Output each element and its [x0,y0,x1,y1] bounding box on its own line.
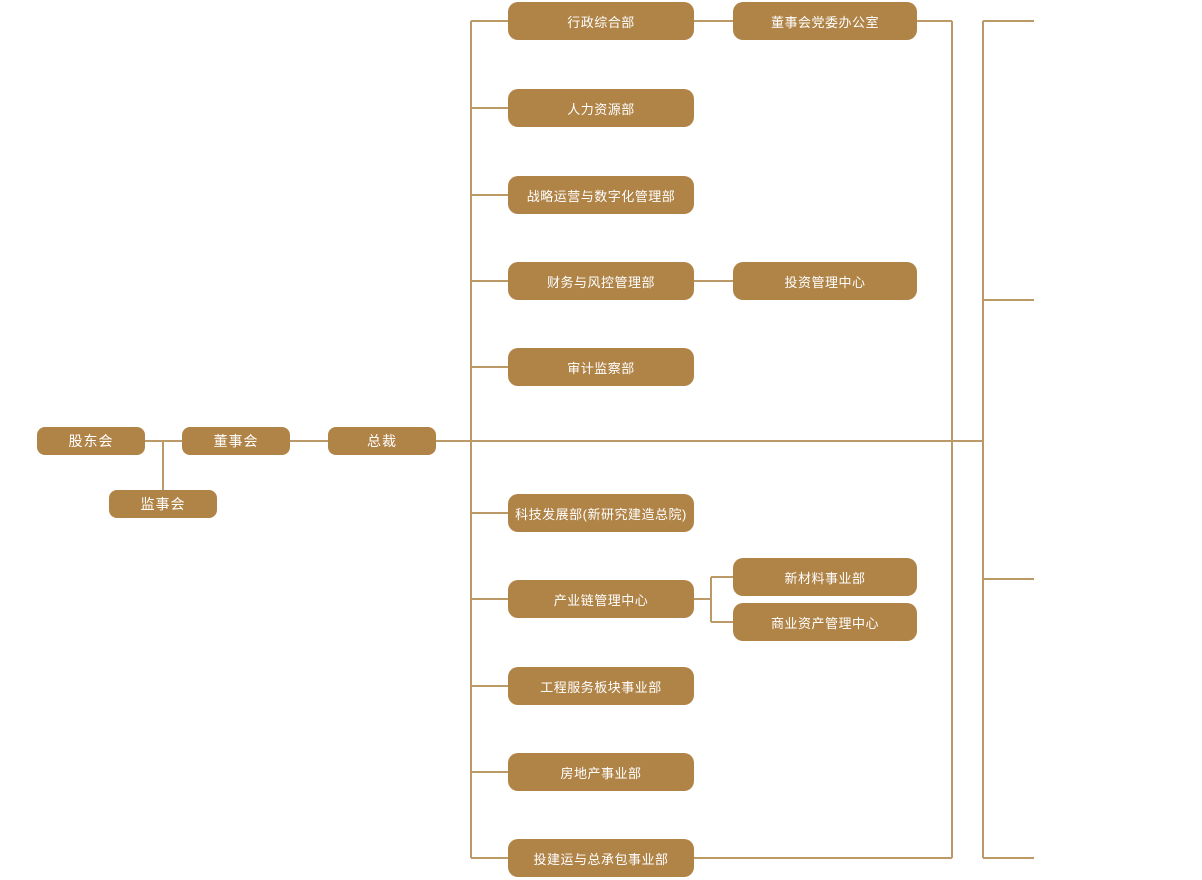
node-tech-development-dept: 科技发展部(新研究建造总院) [508,494,694,532]
node-shareholders-meeting: 股东会 [37,427,145,455]
node-finance-risk-control-dept: 财务与风控管理部 [508,262,694,300]
node-board-party-committee-office: 董事会党委办公室 [733,2,917,40]
node-board-of-directors: 董事会 [182,427,290,455]
node-industry-chain-management-center: 产业链管理中心 [508,580,694,618]
node-commercial-assets-management-center: 商业资产管理中心 [733,603,917,641]
node-administration-general-dept: 行政综合部 [508,2,694,40]
node-real-estate-division: 房地产事业部 [508,753,694,791]
node-supervisory-board: 监事会 [109,490,217,518]
node-new-materials-division: 新材料事业部 [733,558,917,596]
node-investment-construction-epc-division: 投建运与总承包事业部 [508,839,694,877]
node-audit-supervision-dept: 审计监察部 [508,348,694,386]
node-president: 总裁 [328,427,436,455]
node-strategy-digital-management-dept: 战略运营与数字化管理部 [508,176,694,214]
node-human-resources-dept: 人力资源部 [508,89,694,127]
node-engineering-services-division: 工程服务板块事业部 [508,667,694,705]
node-investment-management-center: 投资管理中心 [733,262,917,300]
